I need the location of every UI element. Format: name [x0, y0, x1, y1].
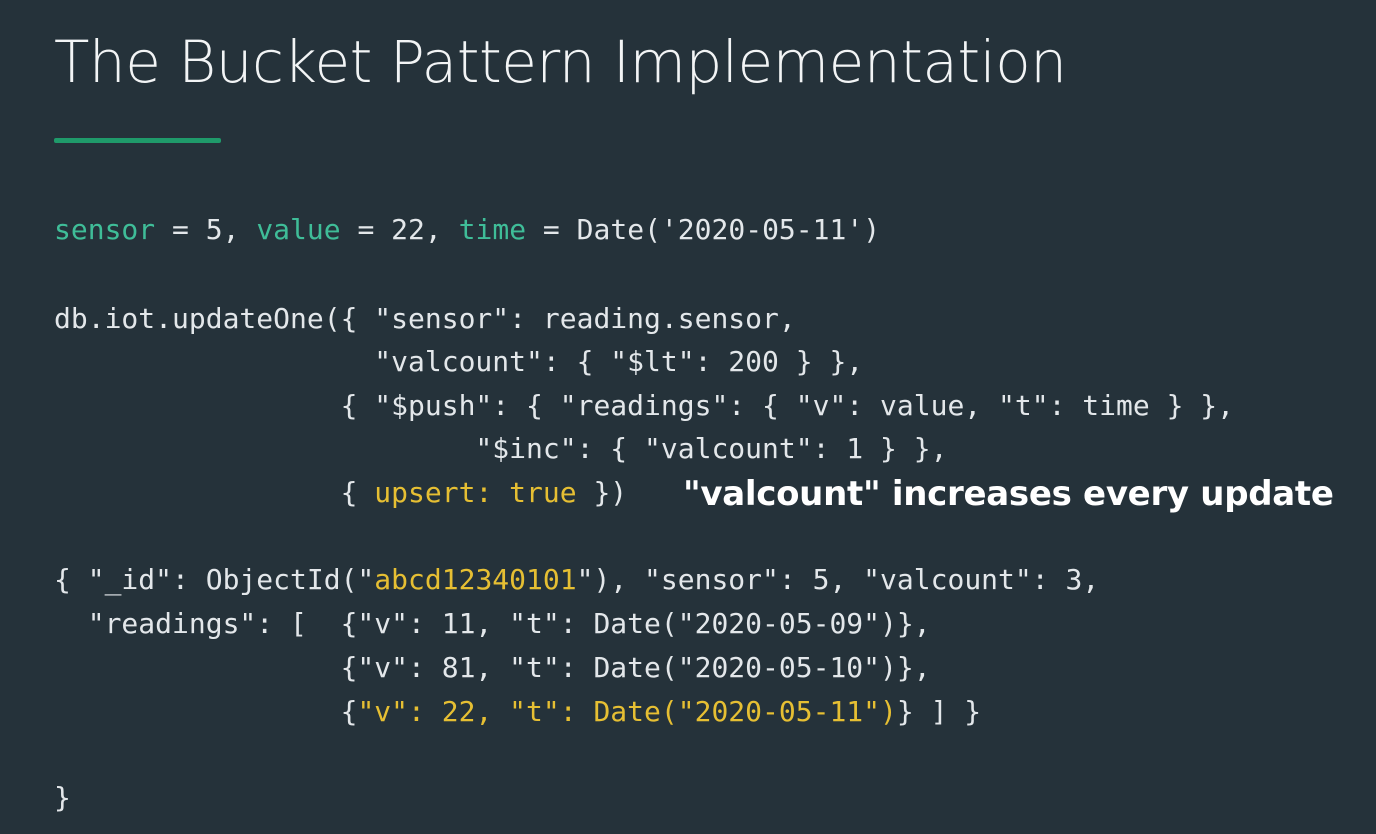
- slide-title: The Bucket Pattern Implementation: [54, 28, 1067, 96]
- code-line-update-4: "$inc": { "valcount": 1 } },: [54, 432, 948, 465]
- code-line-update-3: { "$push": { "readings": { "v": value, "…: [54, 389, 1235, 422]
- time-keyword: time: [458, 213, 527, 246]
- code-line-doc-2: "readings": [ {"v": 11, "t": Date("2020-…: [54, 607, 931, 640]
- doc-id-value: abcd12340101: [374, 563, 577, 596]
- sensor-keyword: sensor: [54, 213, 156, 246]
- upsert-suffix: }): [576, 476, 628, 509]
- upsert-option: upsert: true: [374, 476, 577, 509]
- code-line-doc-1: { "_id": ObjectId("abcd12340101"), "sens…: [54, 566, 1099, 594]
- caption-text: "valcount" increases every update: [683, 474, 1334, 514]
- new-reading-highlight: "v": 22, "t": Date("2020-05-11"): [357, 695, 897, 728]
- value-keyword: value: [256, 213, 341, 246]
- value-assignment: = 22,: [340, 213, 459, 246]
- time-assignment: = Date('2020-05-11'): [526, 213, 881, 246]
- sensor-assignment: = 5,: [155, 213, 257, 246]
- doc-last-prefix: {: [54, 695, 358, 728]
- doc-last-suffix: } ] }: [896, 695, 982, 728]
- doc-id-prefix: { "_id": ObjectId(": [54, 563, 375, 596]
- code-line-closing: }: [54, 781, 71, 814]
- code-line-update-1: db.iot.updateOne({ "sensor": reading.sen…: [54, 302, 796, 335]
- code-line-variables: sensor = 5, value = 22, time = Date('202…: [54, 216, 880, 244]
- upsert-prefix: {: [54, 476, 375, 509]
- code-line-doc-4: {"v": 22, "t": Date("2020-05-11")} ] }: [54, 695, 982, 728]
- code-line-doc-3: {"v": 81, "t": Date("2020-05-10")},: [54, 651, 931, 684]
- doc-id-suffix: "), "sensor": 5, "valcount": 3,: [576, 563, 1100, 596]
- code-line-update-2: "valcount": { "$lt": 200 } },: [54, 345, 864, 378]
- title-underline: [54, 138, 221, 143]
- code-line-upsert: { upsert: true }): [54, 476, 628, 509]
